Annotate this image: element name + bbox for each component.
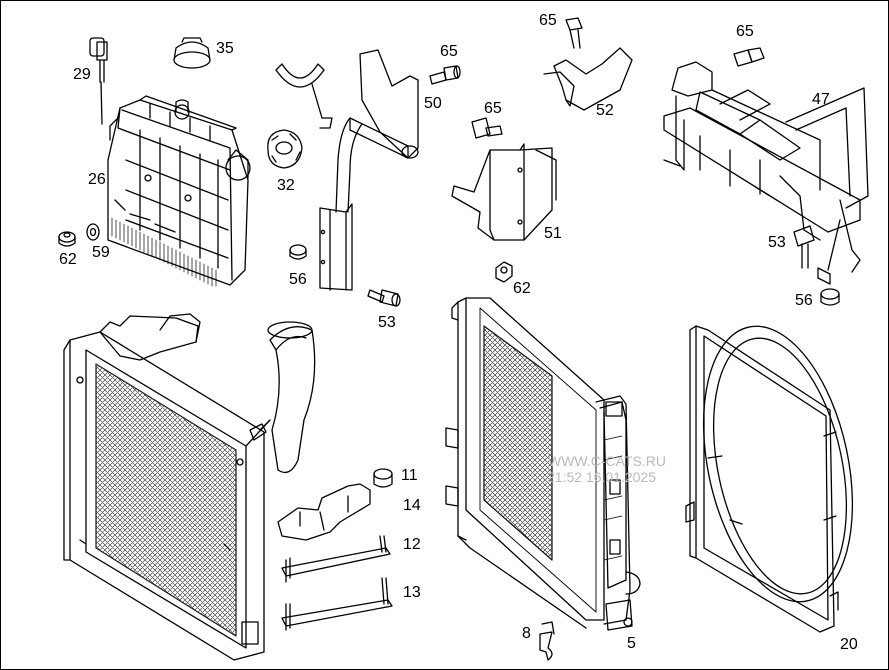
callout-59: 59 bbox=[92, 244, 110, 261]
part-radiator bbox=[445, 297, 641, 631]
part-13-strap bbox=[281, 577, 393, 631]
callout-52: 52 bbox=[596, 102, 614, 119]
callout-56: 56 bbox=[289, 271, 307, 288]
part-65-bolt-a bbox=[429, 65, 461, 85]
callout-65: 65 bbox=[539, 12, 557, 29]
part-65-bolt-c bbox=[565, 17, 583, 49]
part-53-bolt-mid bbox=[367, 289, 401, 307]
part-53-bolt-right bbox=[793, 225, 815, 269]
callout-51: 51 bbox=[544, 225, 562, 242]
callout-32: 32 bbox=[277, 177, 295, 194]
part-52-bracket bbox=[543, 47, 633, 111]
callout-53: 53 bbox=[378, 314, 396, 331]
callout-35: 35 bbox=[216, 40, 234, 57]
callout-14: 14 bbox=[403, 497, 421, 514]
callout-62: 62 bbox=[513, 280, 531, 297]
callout-12: 12 bbox=[403, 536, 421, 553]
callout-8: 8 bbox=[522, 625, 531, 642]
part-62-nut-mid bbox=[495, 261, 513, 283]
part-20-fan-shroud bbox=[685, 325, 854, 633]
part-8-clip bbox=[539, 621, 555, 661]
part-12-strap bbox=[281, 535, 391, 583]
part-50-bracket bbox=[275, 49, 419, 291]
callout-56: 56 bbox=[795, 292, 813, 309]
callout-11: 11 bbox=[401, 467, 418, 484]
part-56-nut-right bbox=[820, 288, 840, 306]
part-65-bolt-d bbox=[733, 47, 765, 67]
watermark-timestamp: 21:52 16.01.2025 bbox=[547, 469, 656, 485]
part-11-nut bbox=[373, 468, 393, 488]
callout-26: 26 bbox=[88, 171, 106, 188]
part-56-nut-mid bbox=[289, 244, 307, 260]
callout-29: 29 bbox=[73, 66, 91, 83]
part-35-filler-cap bbox=[173, 37, 211, 69]
part-14-mount-bracket bbox=[277, 483, 371, 541]
watermark-site: WWW.C-CATS.RU bbox=[548, 453, 666, 469]
callout-65: 65 bbox=[736, 23, 754, 40]
part-32-cap bbox=[267, 129, 303, 169]
part-62-nut-left bbox=[58, 231, 76, 247]
callout-65: 65 bbox=[440, 43, 458, 60]
part-51-bracket bbox=[451, 143, 557, 241]
part-29-level-sensor bbox=[89, 37, 108, 125]
callout-65: 65 bbox=[484, 100, 502, 117]
part-65-bolt-b bbox=[471, 117, 503, 139]
part-intercooler bbox=[63, 313, 271, 661]
part-intake-hose bbox=[249, 321, 316, 474]
callout-20: 20 bbox=[840, 636, 858, 653]
part-26-expansion-tank bbox=[107, 95, 251, 287]
callout-5: 5 bbox=[627, 635, 636, 652]
part-47-support-frame bbox=[663, 61, 869, 285]
callout-53: 53 bbox=[768, 234, 786, 251]
callout-50: 50 bbox=[424, 95, 442, 112]
callout-13: 13 bbox=[403, 584, 421, 601]
callout-47: 47 bbox=[812, 91, 830, 108]
part-59-washer bbox=[86, 223, 100, 241]
callout-62: 62 bbox=[59, 251, 77, 268]
